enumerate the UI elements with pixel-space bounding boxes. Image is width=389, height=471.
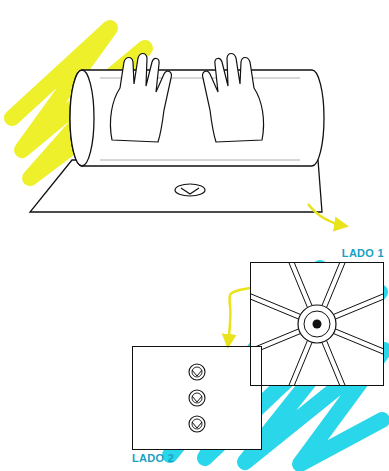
panel-frame (132, 346, 262, 450)
roll (70, 70, 324, 166)
side-panel: LADO 1 (250, 247, 384, 386)
side-label: LADO 1 (342, 247, 384, 260)
emblem-ring (189, 416, 205, 432)
side-panel: LADO 2 (132, 346, 262, 465)
emblem-mark (192, 422, 202, 428)
spoke-line (322, 263, 361, 305)
spoke-line (251, 276, 300, 315)
emblem-inner (192, 393, 202, 403)
spoke-line (269, 341, 308, 385)
left-hand (110, 54, 171, 143)
emblem-ring (189, 390, 205, 406)
emblem-inner (192, 419, 202, 429)
emblems (189, 364, 205, 432)
right-hand (203, 54, 264, 143)
board-emblem (175, 184, 205, 196)
panel-frame (250, 262, 384, 386)
roll-end (70, 70, 94, 166)
side-label: LADO 2 (132, 452, 174, 465)
spoke-line (322, 343, 361, 385)
spoke-line (327, 341, 366, 385)
center-ring (298, 305, 336, 343)
emblem-inner (192, 367, 202, 377)
spoke-line (336, 280, 383, 319)
board (30, 160, 322, 212)
spoke-line (334, 334, 383, 373)
spoke-line (251, 280, 298, 319)
side-one-ground (250, 262, 384, 386)
spoke-line (327, 263, 366, 307)
spoke-line (273, 263, 312, 305)
spoke-line (269, 263, 308, 307)
emblem-mark (192, 370, 202, 376)
emblem-ring (189, 364, 205, 380)
flip-arrow (228, 288, 250, 346)
center-ring-inner (304, 311, 330, 337)
center-dot (313, 320, 322, 329)
side-two-ground (132, 346, 262, 450)
spoke-line (334, 276, 383, 315)
emblem-mark (192, 396, 202, 402)
board-emblem-mark (181, 188, 199, 194)
yellow-arrow (308, 204, 346, 226)
spoke-line (336, 329, 383, 368)
spokes (251, 263, 383, 385)
spoke-line (273, 343, 312, 385)
